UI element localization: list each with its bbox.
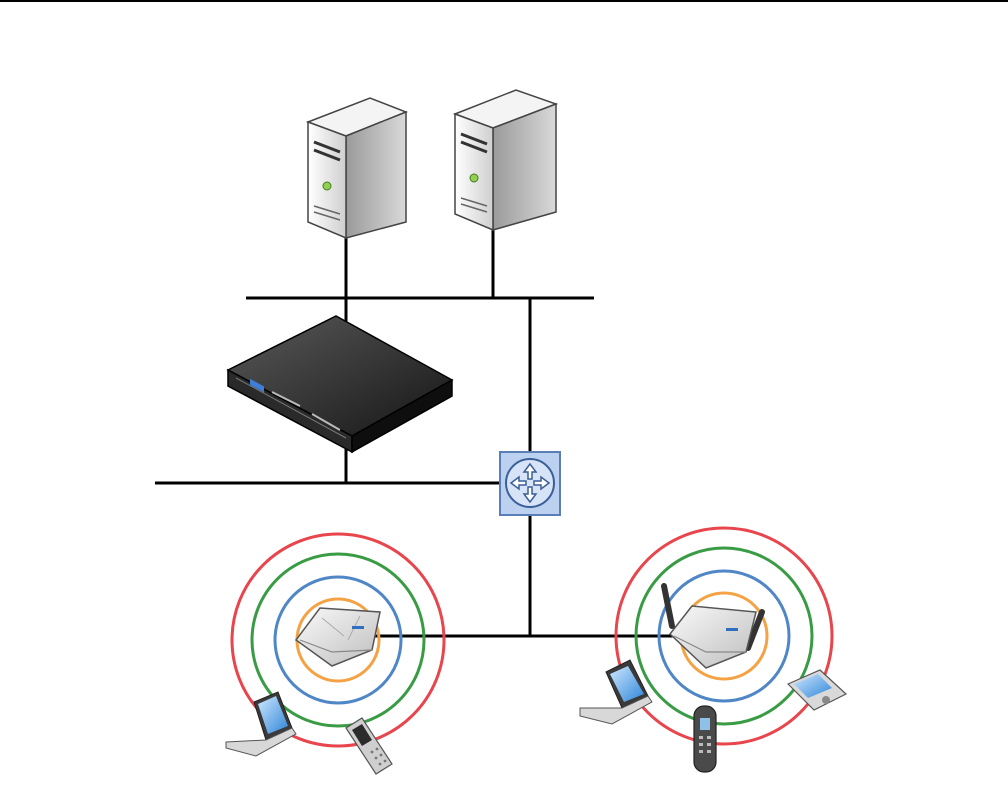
- laptop-icon: [226, 692, 296, 756]
- server-tower-icon: [455, 90, 556, 230]
- router-icon: [500, 452, 560, 515]
- cordless-phone-icon: [694, 706, 716, 772]
- access-point-icon: [296, 608, 380, 666]
- pda-icon: [788, 670, 846, 710]
- server-tower-icon: [308, 98, 406, 238]
- connection-lines: [155, 230, 722, 636]
- rack-appliance-icon: [228, 316, 452, 452]
